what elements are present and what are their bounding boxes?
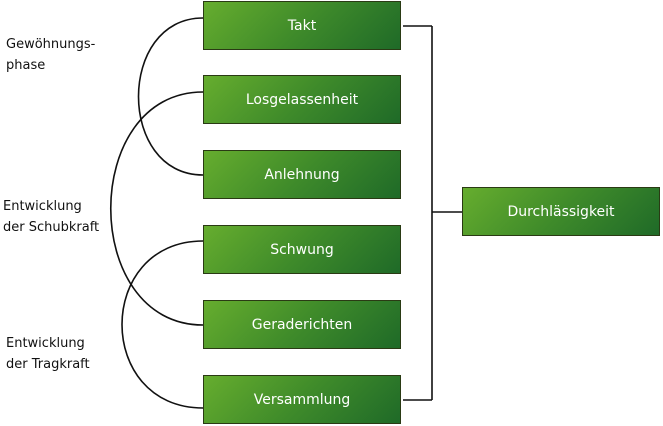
box-anlehnung-label: Anlehnung <box>264 166 340 183</box>
box-schwung-label: Schwung <box>270 241 334 258</box>
box-schwung: Schwung <box>203 225 401 274</box>
arc-tragkraft <box>121 240 204 409</box>
box-takt: Takt <box>203 1 401 50</box>
arc-schubkraft <box>109 91 204 326</box>
box-versammlung-label: Versammlung <box>253 391 351 408</box>
label-schubkraft: Entwicklung der Schubkraft <box>3 196 99 238</box>
bracket-lines <box>403 25 462 401</box>
box-losgelassenheit: Losgelassenheit <box>203 75 401 124</box>
phase-arcs <box>109 17 204 409</box>
box-durchlaessigkeit-label: Durchlässigkeit <box>507 203 615 220</box>
label-schubkraft-line1: Entwicklung <box>3 199 82 214</box>
box-geraderichten: Geraderichten <box>203 300 401 349</box>
label-gewoehnungsphase-line1: Gewöhnungs- <box>6 37 96 52</box>
arc-gewoehnungsphase <box>137 17 204 176</box>
label-tragkraft: Entwicklung der Tragkraft <box>6 333 90 375</box>
label-tragkraft-line2: der Tragkraft <box>6 357 90 372</box>
box-anlehnung: Anlehnung <box>203 150 401 199</box>
box-durchlaessigkeit: Durchlässigkeit <box>462 187 660 236</box>
label-tragkraft-line1: Entwicklung <box>6 336 85 351</box>
label-schubkraft-line2: der Schubkraft <box>3 220 100 235</box>
box-geraderichten-label: Geraderichten <box>251 316 353 333</box>
box-versammlung: Versammlung <box>203 375 401 424</box>
box-losgelassenheit-label: Losgelassenheit <box>245 91 359 108</box>
label-gewoehnungsphase-line2: phase <box>6 58 46 73</box>
label-gewoehnungsphase: Gewöhnungs- phase <box>6 34 95 76</box>
box-takt-label: Takt <box>287 17 317 34</box>
